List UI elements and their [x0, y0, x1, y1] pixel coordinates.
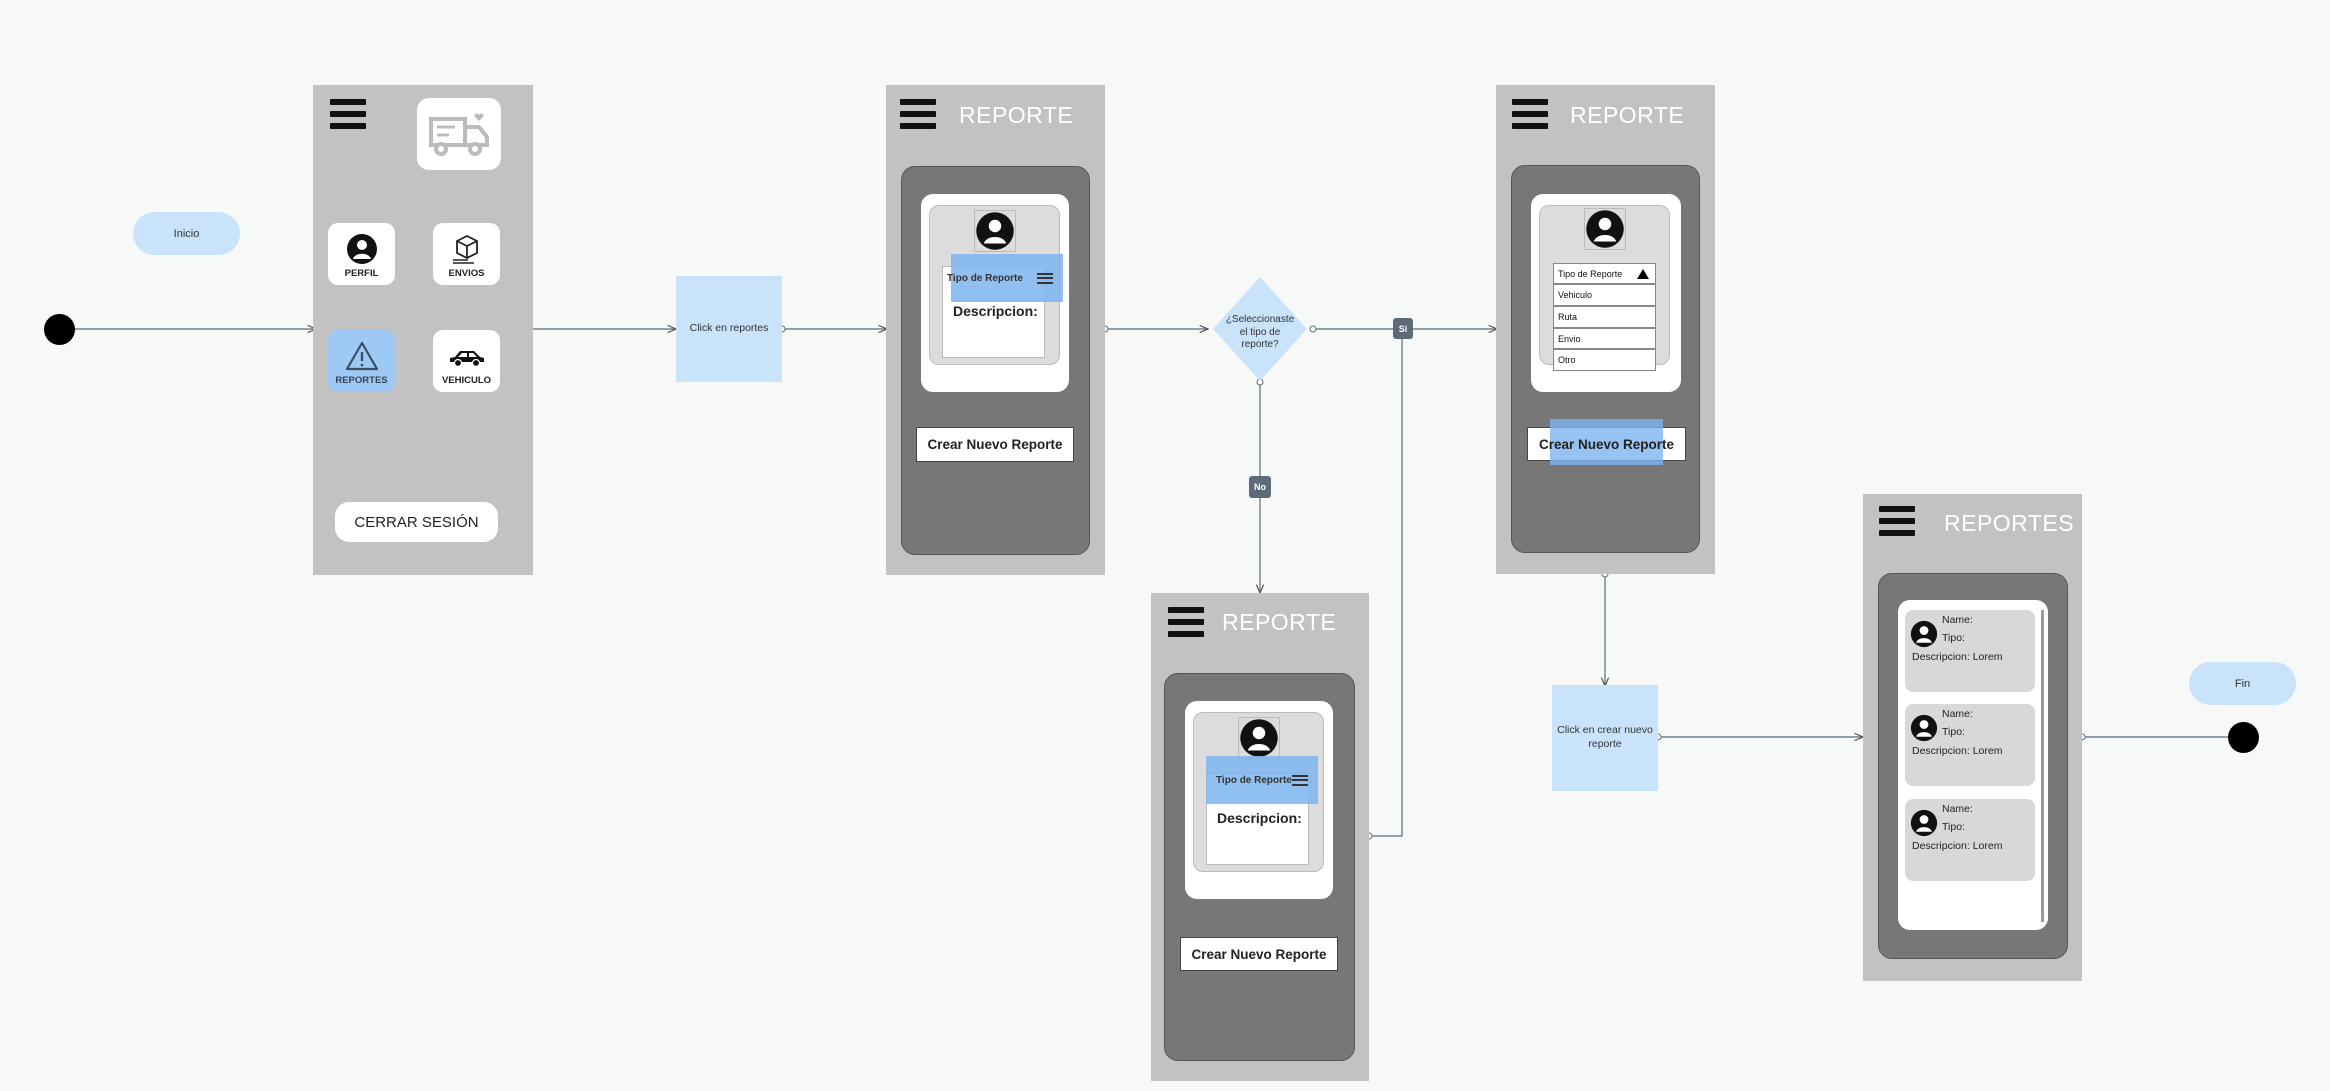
screen-title: REPORTE — [1222, 609, 1337, 635]
arrow-retry — [1369, 329, 1403, 837]
dropdown-option-otro[interactable]: Otro — [1553, 349, 1656, 371]
list-item[interactable]: Name: Tipo: Descripcion: Lorem — [1905, 610, 2035, 692]
dropdown-option-envio[interactable]: Envio — [1553, 328, 1656, 349]
car-icon — [449, 351, 484, 368]
avatar — [974, 210, 1016, 252]
avatar — [1238, 717, 1280, 759]
item-desc: Descripcion: Lorem — [1912, 840, 2003, 852]
report-panel: Descripcion: Tipo de Reporte Crear Nuevo… — [1164, 673, 1355, 1061]
hamburger-icon[interactable] — [330, 99, 366, 129]
menu-reportes-label: REPORTES — [335, 375, 388, 386]
report-form: Tipo de Reporte Vehiculo Ruta Envio Otro — [1539, 205, 1670, 371]
truck-logo — [417, 98, 501, 170]
menu-screen: PERFIL ENVIOS REPORTES VEHICULO CERRAR S… — [313, 85, 533, 575]
item-name: Name: — [1942, 803, 1973, 815]
start-node — [44, 314, 75, 345]
profile-icon — [1910, 620, 1938, 648]
warning-icon — [345, 341, 378, 371]
hamburger-icon[interactable] — [1168, 607, 1204, 637]
report-panel: Descripcion: Tipo de Reporte Crear Nuevo… — [901, 166, 1090, 555]
report-screen-2: REPORTE Descripcion: Tipo de Reporte Cre… — [1151, 593, 1369, 1081]
profile-icon — [1240, 719, 1278, 757]
tipo-reporte-label: Tipo de Reporte — [947, 272, 1023, 284]
list-item[interactable]: Name: Tipo: Descripcion: Lorem — [1905, 704, 2035, 786]
end-node — [2228, 722, 2259, 753]
dropdown-option-vehiculo[interactable]: Vehiculo — [1553, 284, 1656, 306]
dropdown-option-ruta[interactable]: Ruta — [1553, 306, 1656, 328]
tipo-reporte-select[interactable]: Tipo de Reporte — [1206, 756, 1318, 804]
end-label: Fin — [2189, 662, 2296, 705]
menu-vehiculo-label: VEHICULO — [441, 375, 492, 386]
list-item[interactable]: Name: Tipo: Descripcion: Lorem — [1905, 799, 2035, 881]
profile-icon — [976, 212, 1014, 250]
item-desc: Descripcion: Lorem — [1912, 745, 2003, 757]
menu-envios-label: ENVIOS — [448, 268, 485, 279]
tipo-reporte-label: Tipo de Reporte — [1558, 268, 1623, 279]
hamburger-icon[interactable] — [1512, 99, 1548, 129]
step-click-reportes: Click en reportes — [676, 276, 782, 382]
diamond-shape — [1213, 277, 1307, 381]
report-screen-3: REPORTE Tipo de Reporte Vehiculo Ruta En… — [1496, 85, 1715, 574]
crear-reporte-button[interactable]: Crear Nuevo Reporte — [1527, 419, 1686, 465]
yes-badge: Si — [1393, 318, 1413, 339]
item-tipo: Tipo: — [1942, 821, 1965, 833]
screen-title: REPORTES — [1944, 510, 2075, 536]
report-panel: Tipo de Reporte Vehiculo Ruta Envio Otro… — [1511, 165, 1700, 553]
profile-icon — [346, 234, 377, 264]
reports-panel: Name: Tipo: Descripcion: Lorem Name: Tip… — [1878, 573, 2068, 959]
tipo-reporte-label: Tipo de Reporte — [1216, 774, 1292, 786]
description-label: Descripcion: — [953, 303, 1038, 319]
avatar — [1584, 208, 1626, 250]
profile-icon — [1910, 809, 1938, 837]
item-name: Name: — [1942, 614, 1973, 626]
item-name: Name: — [1942, 708, 1973, 720]
hamburger-icon[interactable] — [900, 99, 936, 129]
truck-icon — [429, 113, 489, 156]
menu-envios[interactable]: ENVIOS — [433, 223, 500, 285]
crear-reporte-button[interactable]: Crear Nuevo Reporte — [1180, 937, 1338, 971]
tipo-reporte-select[interactable]: Tipo de Reporte — [947, 254, 1063, 302]
logout-button[interactable]: CERRAR SESIÓN — [335, 502, 498, 542]
no-badge: No — [1249, 476, 1271, 498]
menu-perfil[interactable]: PERFIL — [328, 223, 395, 285]
description-label: Descripcion: — [1217, 810, 1302, 826]
reports-list[interactable]: Name: Tipo: Descripcion: Lorem Name: Tip… — [1898, 600, 2048, 930]
decision-node: ¿Seleccionaste el tipo de reporte? — [1213, 277, 1307, 381]
menu-icon — [1037, 272, 1053, 284]
item-tipo: Tipo: — [1942, 632, 1965, 644]
crear-reporte-button[interactable]: Crear Nuevo Reporte — [916, 427, 1074, 462]
crear-reporte-label: Crear Nuevo Reporte — [1538, 436, 1675, 452]
menu-icon — [1292, 774, 1308, 786]
item-desc: Descripcion: Lorem — [1912, 651, 2003, 663]
profile-icon — [1586, 210, 1624, 248]
profile-icon — [1910, 714, 1938, 742]
button-highlight — [1550, 419, 1663, 465]
start-label: Inicio — [133, 212, 240, 255]
menu-reportes[interactable]: REPORTES — [328, 330, 395, 392]
reports-list-screen: REPORTES Name: Tipo: Descripcion: Lorem … — [1863, 494, 2082, 981]
box-icon — [452, 234, 478, 264]
screen-title: REPORTE — [1570, 102, 1685, 128]
screen-title: REPORTE — [959, 102, 1074, 128]
caret-up-icon — [1637, 268, 1649, 279]
menu-perfil-label: PERFIL — [344, 268, 379, 279]
scrollbar[interactable] — [2041, 610, 2044, 922]
report-screen-1: REPORTE Descripcion: Tipo de Reporte Cre… — [886, 85, 1105, 575]
report-card: Tipo de Reporte Vehiculo Ruta Envio Otro — [1531, 194, 1681, 392]
decision-text: ¿Seleccionaste el tipo de reporte? — [1225, 314, 1295, 350]
hamburger-icon[interactable] — [1879, 506, 1915, 536]
tipo-reporte-dropdown[interactable]: Tipo de Reporte — [1553, 263, 1656, 284]
step-click-crear: Click en crear nuevo reporte — [1552, 685, 1658, 791]
item-tipo: Tipo: — [1942, 726, 1965, 738]
menu-vehiculo[interactable]: VEHICULO — [433, 330, 500, 392]
